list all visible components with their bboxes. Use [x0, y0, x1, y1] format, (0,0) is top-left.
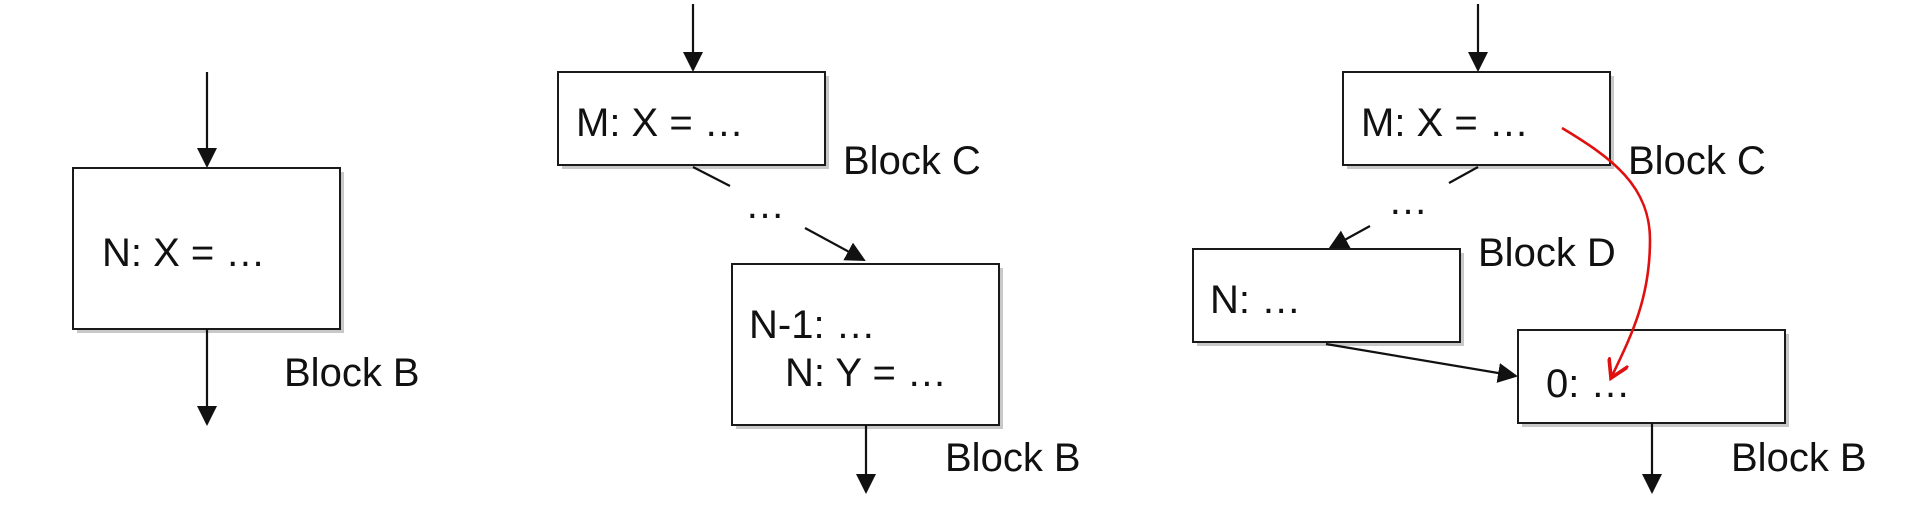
block-c-label: Block C: [1628, 139, 1766, 183]
block-d-box: [1192, 248, 1461, 343]
block-b-line-1: N-1: …: [749, 303, 876, 347]
block-b-instruction: 0: …: [1546, 362, 1630, 406]
block-c-box: [557, 71, 826, 166]
diagram-3: M: X = … Block C … N: … Block D 0: … Blo…: [1192, 4, 1867, 494]
block-c-label: Block C: [843, 139, 981, 183]
diagram-1: N: X = … Block B: [72, 72, 420, 426]
block-b-box: [731, 263, 1000, 426]
block-c-instruction: M: X = …: [576, 101, 744, 145]
block-c-instruction: M: X = …: [1361, 101, 1529, 145]
block-d-instruction: N: …: [1210, 278, 1301, 322]
block-b-label: Block B: [945, 436, 1081, 480]
block-b-line-2: N: Y = …: [785, 351, 947, 395]
block-d-label: Block D: [1478, 231, 1616, 275]
flow-segment: [692, 166, 731, 187]
ellipsis: …: [745, 183, 785, 227]
flow-arrow-to-block-b: [1325, 342, 1518, 383]
diagram-2: M: X = … Block C … N-1: … N: Y = … Block…: [557, 4, 1081, 494]
highlight-arrow: [1561, 126, 1652, 378]
block-b-label: Block B: [1731, 436, 1867, 480]
ellipsis: …: [1388, 179, 1428, 223]
block-b-box: [72, 167, 341, 330]
flow-segment: [1448, 166, 1479, 184]
flow-arrow-to-block-d: [1328, 225, 1371, 249]
block-b-box: [1517, 329, 1786, 424]
block-c-box: [1342, 71, 1611, 166]
block-b-label: Block B: [284, 351, 420, 395]
flow-arrow: [804, 227, 866, 261]
block-b-instruction: N: X = …: [102, 231, 265, 275]
